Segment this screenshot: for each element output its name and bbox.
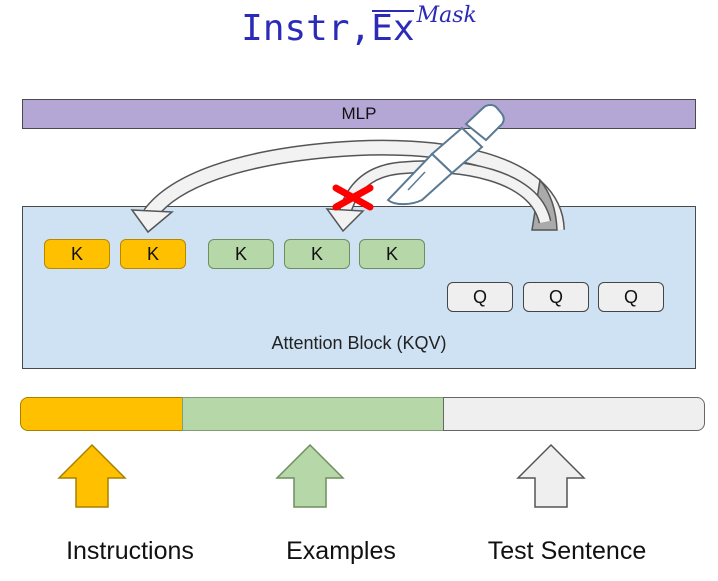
instruction-key-token: K [44, 239, 110, 269]
instructions-segment [20, 397, 183, 431]
mlp-label: MLP [341, 104, 377, 123]
test-up-arrow [516, 443, 586, 508]
title-main: Instr, [241, 8, 372, 49]
token-label: Q [548, 286, 563, 307]
title-masked-examples: Ex [371, 8, 415, 49]
token-label: K [146, 243, 159, 264]
test-sentence-segment [443, 397, 705, 431]
mlp-bar: MLP [22, 99, 696, 129]
token-label: K [234, 243, 247, 264]
example-key-token: K [359, 239, 425, 269]
token-label: K [310, 243, 323, 264]
instructions-label: Instructions [66, 537, 194, 565]
token-label: K [70, 243, 83, 264]
test-sentence-label: Test Sentence [487, 537, 647, 565]
title: Instr,ExMask [0, 3, 718, 68]
query-token: Q [598, 282, 664, 312]
query-token: Q [447, 282, 513, 312]
query-token: Q [523, 282, 589, 312]
example-key-token: K [208, 239, 274, 269]
examples-up-arrow [275, 443, 345, 508]
token-label: K [385, 243, 398, 264]
title-superscript: Mask [416, 3, 477, 28]
examples-label: Examples [286, 537, 396, 565]
instructions-up-arrow [57, 443, 127, 508]
attention-arrow-to-examples [325, 160, 552, 233]
knife-icon [386, 104, 505, 206]
token-label: Q [472, 286, 487, 307]
attention-block-label: Attention Block (KQV) [271, 333, 447, 353]
instruction-key-token: K [120, 239, 186, 269]
red-x-icon [332, 184, 374, 211]
example-key-token: K [284, 239, 350, 269]
token-label: Q [623, 286, 638, 307]
examples-segment [182, 397, 444, 431]
